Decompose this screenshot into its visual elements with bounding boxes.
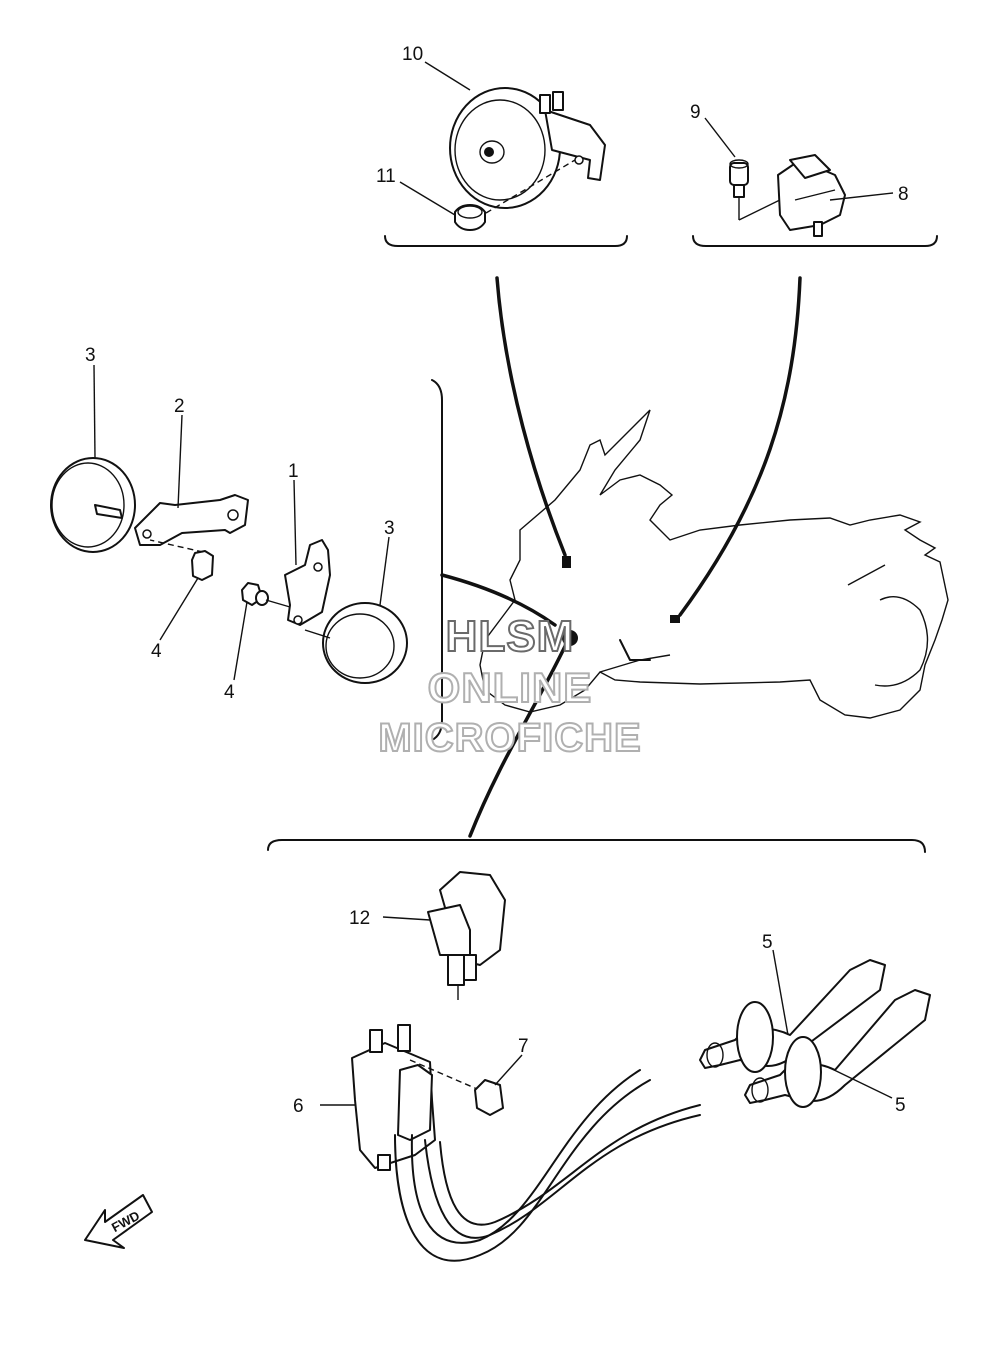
callout-2: 2 xyxy=(174,396,185,417)
plug-cap-upper-part xyxy=(699,959,886,1073)
callout-5a: 5 xyxy=(762,932,773,953)
relay-callout-frame xyxy=(678,235,938,617)
relay-part xyxy=(777,154,846,237)
horn-nut-part xyxy=(454,159,576,231)
watermark-line-1: HLSM xyxy=(445,611,575,662)
callout-1: 1 xyxy=(288,461,299,482)
watermark-line-2: ONLINE xyxy=(427,663,593,712)
fwd-arrow-icon: FWD xyxy=(84,1194,153,1249)
relay-unit-part xyxy=(427,871,506,1000)
callout-4b: 4 xyxy=(224,682,235,703)
callout-11: 11 xyxy=(376,166,396,187)
callout-7: 7 xyxy=(518,1036,529,1057)
plug-cap-lower-part xyxy=(744,989,931,1108)
grommet-right-part xyxy=(304,602,408,684)
callout-9: 9 xyxy=(690,102,701,123)
lower-callout-frame xyxy=(267,638,926,853)
bracket-1-part xyxy=(284,539,331,626)
callout-8: 8 xyxy=(898,184,909,205)
left-group-bracket-line xyxy=(431,379,443,741)
callout-3b: 3 xyxy=(384,518,395,539)
watermark-line-3: MICROFICHE xyxy=(377,715,642,761)
bracket-2-part xyxy=(134,494,249,546)
callout-numbers: 10 11 9 8 3 2 1 3 4 4 5 5 6 7 12 xyxy=(85,44,909,1117)
bolt-part xyxy=(729,159,791,221)
callout-6: 6 xyxy=(293,1096,304,1117)
nut-4b-part xyxy=(241,582,291,608)
callout-5b: 5 xyxy=(895,1095,906,1116)
leader-lines xyxy=(93,61,894,1106)
nut-4a-part xyxy=(149,539,214,581)
callout-12: 12 xyxy=(349,908,370,929)
callout-3a: 3 xyxy=(85,345,96,366)
horn-callout-frame xyxy=(384,235,628,557)
grommet-left-part xyxy=(50,457,136,553)
left-group-leader xyxy=(440,573,557,627)
horn-part xyxy=(449,87,606,209)
motorcycle-silhouette xyxy=(479,409,949,719)
callout-10: 10 xyxy=(402,44,423,65)
callout-4a: 4 xyxy=(151,641,162,662)
ignition-coil-part xyxy=(351,1024,701,1262)
coil-nut-part xyxy=(474,1079,504,1116)
